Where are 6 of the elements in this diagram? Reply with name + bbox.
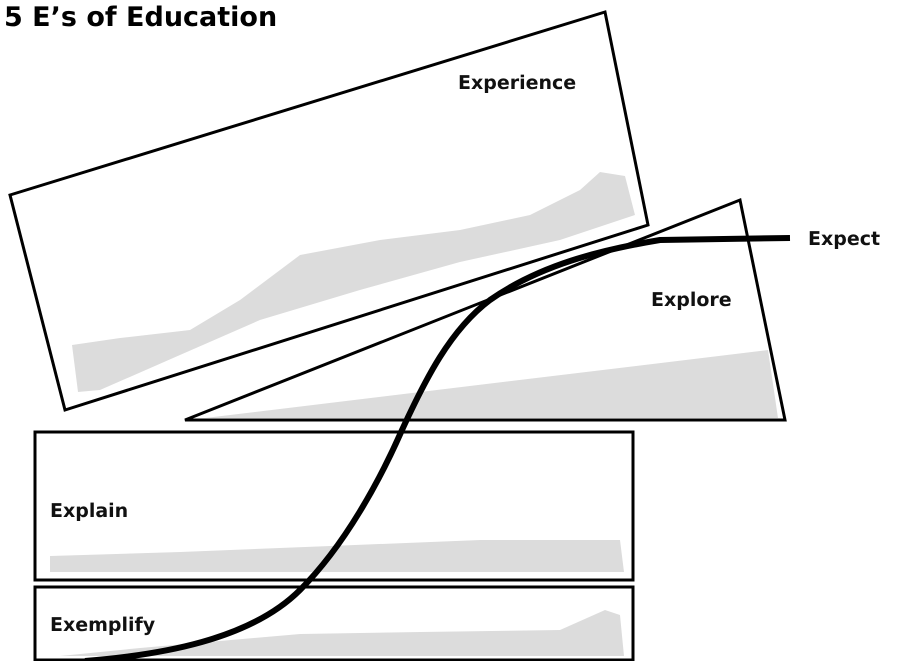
stage-label: Explain (50, 500, 128, 522)
stage-label: Expect (808, 228, 880, 250)
stage-label: Experience (458, 72, 576, 94)
title: 5 E’s of Education (4, 2, 278, 33)
stage-label: Explore (651, 289, 732, 311)
stage-label: Exemplify (50, 614, 156, 636)
